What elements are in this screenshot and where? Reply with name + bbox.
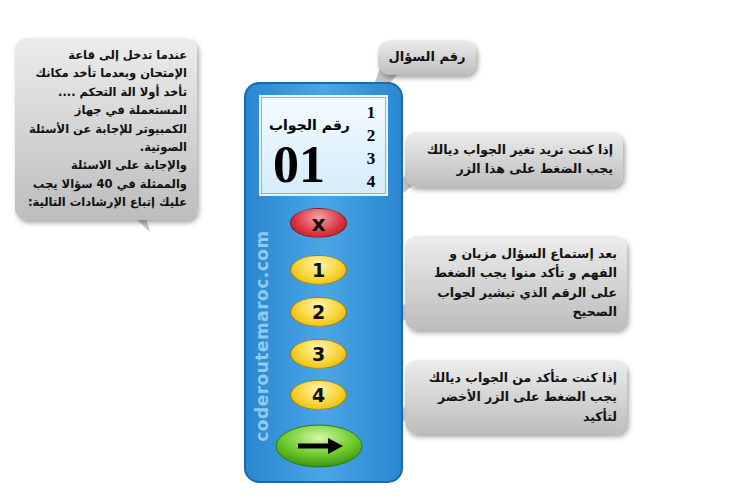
answer-button: 3	[290, 339, 347, 369]
confirm-button	[276, 425, 362, 467]
arrow-symbol	[298, 438, 343, 454]
node-text: رقم السؤال	[386, 47, 468, 67]
answer-button: 4	[290, 380, 347, 410]
node-text: عندما تدخل إلى قاعة الإمتحان وبعدما تأخد…	[25, 46, 187, 156]
node-text: x	[311, 211, 325, 236]
change-answer-callout: إذا كنت تريد تغير الجواب ديالك يجب الضغط…	[405, 132, 623, 187]
node-text: بعد إستماع السؤال مزيان و الفهم و تأكد م…	[415, 244, 617, 322]
answer-button: 1	[290, 255, 347, 285]
node-text: إذا كنت تريد تغير الجواب ديالك يجب الضغط…	[415, 140, 613, 179]
watermark: coderoutemaroc.com	[251, 201, 273, 471]
answer-button: 2	[290, 297, 347, 327]
node-text: 3	[312, 343, 325, 365]
node-text: 2	[312, 301, 325, 323]
node-text: رقم الجواب	[269, 117, 350, 133]
node-text: 4	[312, 384, 325, 406]
remote-panel	[245, 83, 402, 482]
node-text: 1	[312, 259, 325, 281]
node-text: إذا كنت متأكد من الجواب ديالك يجب الضغط …	[415, 368, 617, 426]
cancel-button: x	[290, 208, 347, 238]
choose-answer-callout: بعد إستماع السؤال مزيان و الفهم و تأكد م…	[405, 236, 627, 330]
question-number-callout: رقم السؤال	[378, 40, 476, 75]
node-text: 1 2 3 4	[365, 101, 377, 193]
confirm-callout: إذا كنت متأكد من الجواب ديالك يجب الضغط …	[405, 360, 627, 434]
node-text: 01	[273, 137, 325, 193]
instruction-callout: عندما تدخل إلى قاعة الإمتحان وبعدما تأخد…	[15, 38, 197, 220]
display-screen: 1 2 3 4 رقم الجواب 01	[259, 95, 388, 196]
node-text: والإجابة على الاسئلة والممثلة في 40 سؤال…	[25, 156, 187, 211]
